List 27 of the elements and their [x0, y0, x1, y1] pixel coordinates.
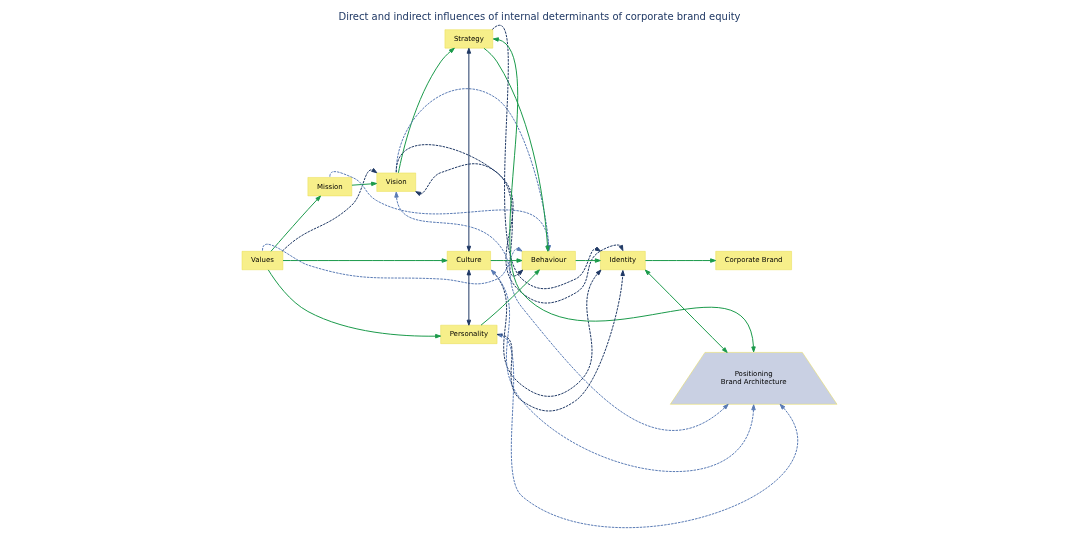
arrow [395, 144, 623, 304]
arrow [644, 258, 716, 263]
arrow [489, 258, 522, 263]
arrow [490, 269, 756, 472]
arrow [267, 269, 441, 339]
arrow [393, 191, 729, 431]
arrow [496, 270, 625, 412]
arrow [490, 269, 601, 397]
arrow [395, 88, 551, 252]
arrow [491, 24, 601, 290]
arrow [414, 163, 523, 277]
arrow [397, 47, 455, 174]
arrow [466, 269, 471, 326]
arrow [328, 171, 551, 252]
arrow [480, 269, 540, 326]
arrow [270, 195, 321, 252]
arrow [350, 181, 377, 187]
arrow [282, 258, 448, 263]
arrow [482, 47, 550, 252]
arrow [466, 47, 471, 252]
arrow [261, 243, 523, 285]
arrow [492, 37, 756, 353]
arrow [644, 269, 728, 353]
arrow [281, 168, 377, 252]
arrow [496, 333, 797, 528]
diagram-title: Direct and indirect influences of internal determinants of corporate brand equity [338, 11, 740, 23]
arrow [574, 258, 601, 263]
